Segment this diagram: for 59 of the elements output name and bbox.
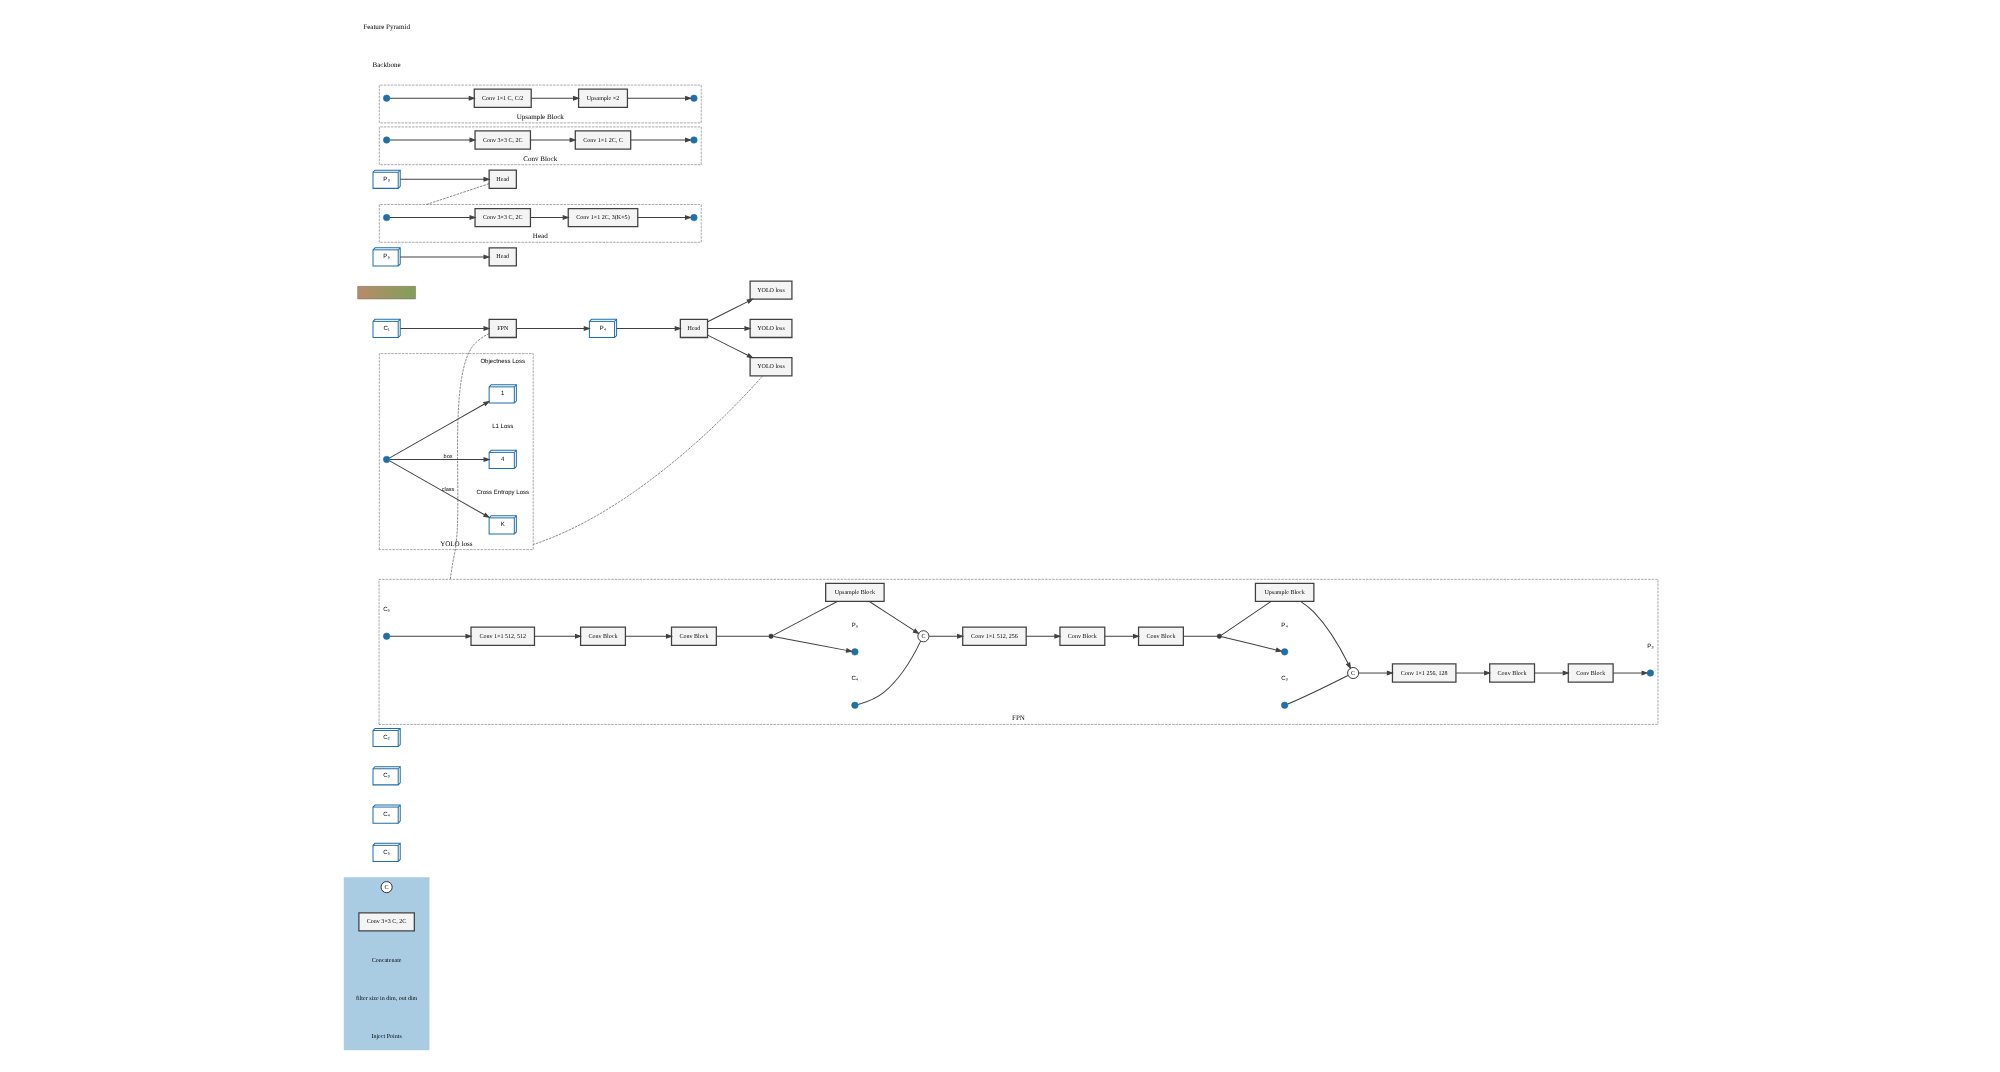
- node-circle: [382, 136, 390, 144]
- arrow: [529, 215, 569, 221]
- arrow: [1611, 670, 1648, 676]
- node-circle: [382, 214, 390, 222]
- node-circle: [1280, 648, 1288, 656]
- connector: [1286, 674, 1348, 705]
- arrow: [398, 176, 490, 182]
- arrow: [927, 633, 964, 639]
- node-circle: [689, 136, 697, 144]
- arrow: [1220, 636, 1282, 653]
- arrow: [1103, 633, 1140, 639]
- arrow: [398, 254, 490, 260]
- arrow: [388, 137, 476, 143]
- arrow: [629, 137, 692, 143]
- node-circle: [1645, 669, 1653, 677]
- arrow: [398, 325, 490, 331]
- connector: [425, 183, 489, 205]
- arrow: [529, 137, 576, 143]
- arrow: [1024, 633, 1061, 639]
- arrow: [1299, 601, 1351, 670]
- arrow: [706, 298, 753, 323]
- arrow: [626, 95, 692, 101]
- arrow: [1533, 670, 1569, 676]
- node-circle: [1280, 701, 1288, 709]
- node-circle: [1215, 633, 1221, 639]
- node-circle: [382, 94, 390, 102]
- arrow: [529, 95, 580, 101]
- node-circle: [382, 455, 390, 463]
- node-circle: [850, 648, 858, 656]
- arrow: [636, 215, 691, 221]
- arrow: [388, 633, 472, 639]
- arrow: [624, 633, 673, 639]
- arrow: [514, 325, 590, 331]
- arrow: [388, 456, 490, 462]
- connector: [771, 601, 837, 636]
- arrow: [615, 325, 681, 331]
- arrow: [388, 400, 490, 459]
- arrow: [388, 460, 490, 519]
- arrow: [1454, 670, 1491, 676]
- connector: [449, 333, 489, 580]
- node-circle: [767, 633, 773, 639]
- node-circle: [689, 94, 697, 102]
- arrow: [1357, 670, 1393, 676]
- connector: [1182, 635, 1217, 637]
- connector: [531, 375, 762, 545]
- arrow: [533, 633, 582, 639]
- connector: [1220, 601, 1271, 636]
- connector: [714, 635, 769, 637]
- node-circle: [382, 632, 390, 640]
- node-circle: [689, 214, 697, 222]
- arrow: [388, 215, 476, 221]
- node-circle: [850, 701, 858, 709]
- arrow: [706, 334, 753, 359]
- arrow: [771, 636, 853, 653]
- arrow: [388, 95, 475, 101]
- node-picture: [356, 286, 415, 300]
- arrow: [867, 601, 919, 635]
- connector: [856, 640, 921, 706]
- arrow: [706, 325, 751, 331]
